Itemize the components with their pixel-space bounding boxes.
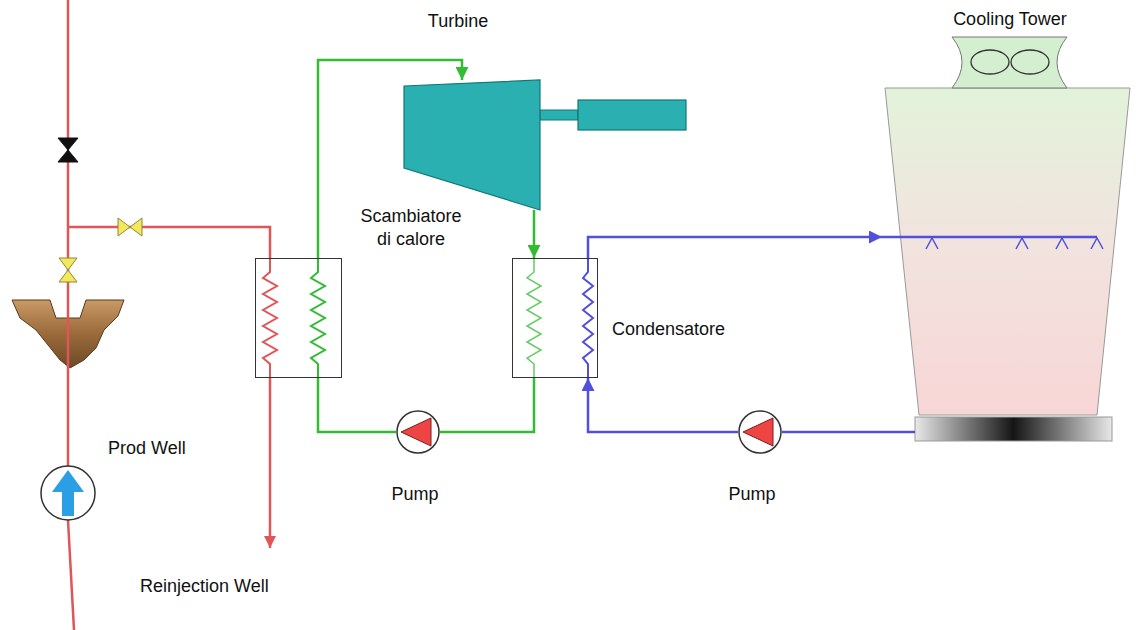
- pipe-connector: [318, 378, 396, 432]
- pump-impeller: [743, 418, 773, 446]
- equipment-label: Cooling Tower: [953, 8, 1067, 31]
- fan-blade: [971, 50, 1009, 74]
- equipment-label: Condensatore: [612, 318, 725, 341]
- pump: Pump: [396, 410, 440, 454]
- pump-casing: [739, 411, 781, 453]
- production-pipe: [68, 0, 74, 630]
- well-label: Prod Well: [108, 437, 186, 460]
- brine-coil: [263, 258, 277, 378]
- fan-housing: [952, 37, 1067, 88]
- turbine-body: [404, 80, 540, 210]
- reinjection-pipe: [269, 378, 272, 548]
- generator: [578, 100, 686, 130]
- condensing-coil: [527, 258, 541, 378]
- branch-valve: [118, 218, 142, 236]
- spray-pipe: [882, 236, 1097, 239]
- equipment-label: Pump: [728, 483, 775, 506]
- label-holder: Reinjection Well: [140, 575, 269, 598]
- pipe-connector: [440, 378, 534, 432]
- basin-outlet: [882, 431, 915, 434]
- equipment-label: Turbine: [428, 10, 488, 33]
- pump: Pump: [738, 410, 782, 454]
- shutoff-valve: [58, 138, 78, 162]
- pump-shape: [738, 410, 782, 454]
- spray-nozzle: [926, 238, 938, 249]
- pump-casing: [397, 411, 439, 453]
- pipe-connector: [588, 378, 738, 432]
- spray-nozzle: [1016, 238, 1028, 249]
- cooling-tower-shape: [882, 35, 1132, 445]
- turbine-shaft: [540, 110, 578, 120]
- equipment-label: Scambiatore di calore: [355, 205, 467, 250]
- cold-water-basin: [915, 417, 1112, 441]
- fan-blade: [1011, 50, 1049, 74]
- pipe-connector: [588, 237, 882, 258]
- turbine-shape: [404, 80, 540, 210]
- spray-nozzle: [1056, 238, 1068, 249]
- label-holder: Prod Well: [108, 437, 186, 460]
- heat-exchanger: Scambiatore di calore: [255, 258, 342, 378]
- equipment-label: Pump: [391, 483, 438, 506]
- spray-nozzle: [1091, 238, 1103, 249]
- cooling-tower: Cooling Tower: [882, 35, 1132, 445]
- well-label: Reinjection Well: [140, 575, 269, 598]
- fluid-coil: [311, 258, 325, 378]
- upflow-arrow: [52, 470, 84, 516]
- brine-pipe: [68, 227, 270, 258]
- pump-shape: [396, 410, 440, 454]
- wellhead-valve: [59, 258, 77, 282]
- well-flow-circle: [41, 466, 95, 520]
- turbine: Turbine: [404, 80, 540, 210]
- pipe-connector: [782, 431, 882, 434]
- pipe-connector: [533, 210, 536, 258]
- pump-impeller: [401, 418, 431, 446]
- tower-body: [885, 88, 1130, 415]
- condenser: Condensatore: [512, 258, 598, 378]
